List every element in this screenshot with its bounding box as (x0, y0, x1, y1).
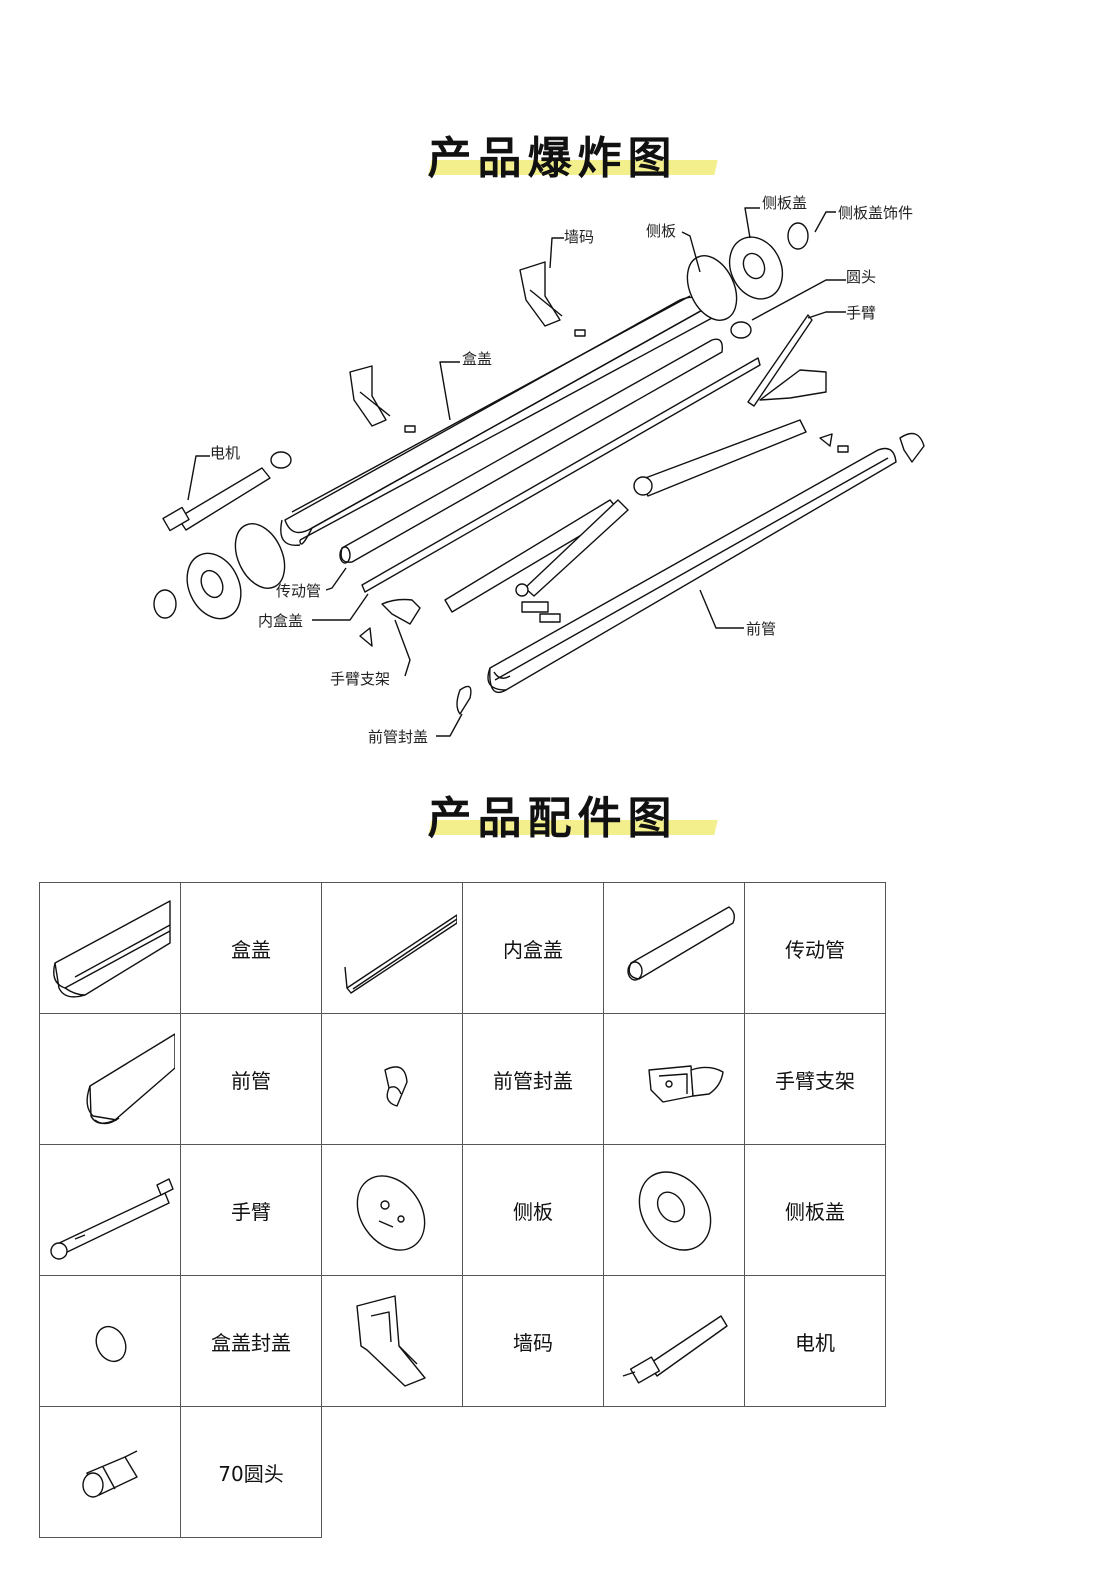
table-row: 70圆头 (39, 1406, 886, 1538)
part-label: 盒盖封盖 (180, 1275, 322, 1407)
table-row: 盒盖封盖 墙码 电机 (39, 1275, 886, 1407)
callout-arm: 手臂 (846, 304, 876, 322)
callout-front-tube-cap: 前管封盖 (368, 728, 428, 746)
part-label: 电机 (744, 1275, 886, 1407)
callout-drive-tube: 传动管 (276, 582, 321, 600)
part-image-round-head (39, 1406, 181, 1538)
callout-wall-bracket: 墙码 (564, 228, 594, 246)
part-label: 侧板 (462, 1144, 604, 1276)
part-label: 盒盖 (180, 882, 322, 1014)
front-tube-part (487, 447, 897, 694)
callout-box-cover: 盒盖 (462, 350, 492, 368)
part-label: 前管 (180, 1013, 322, 1145)
side-cover-right (728, 236, 784, 300)
drive-tube-part (339, 338, 723, 564)
wall-bracket-right (519, 261, 563, 327)
part-image-box-cover (39, 882, 181, 1014)
part-image-inner-box-cover (321, 882, 463, 1014)
part-image-drive-tube (603, 882, 745, 1014)
part-label: 传动管 (744, 882, 886, 1014)
callout-side-plate: 侧板 (646, 222, 676, 240)
part-image-arm (39, 1144, 181, 1276)
table-row: 手臂 侧板 侧板盖 (39, 1144, 886, 1276)
explode-title-block: 产品爆炸图 (0, 122, 1105, 186)
part-label: 侧板盖 (744, 1144, 886, 1276)
parts-table: 盒盖 内盒盖 传动管 前管 (39, 882, 886, 1538)
parts-title-block: 产品配件图 (0, 782, 1105, 846)
callout-side-cover: 侧板盖 (762, 194, 807, 212)
part-image-front-tube (39, 1013, 181, 1145)
part-image-arm-bracket (603, 1013, 745, 1145)
trim-ring-right (787, 222, 809, 250)
arm-lower-part (444, 499, 629, 613)
callout-motor: 电机 (210, 444, 240, 462)
trim-ring-left (153, 589, 177, 619)
wall-bracket-left (349, 365, 391, 427)
part-label: 70圆头 (180, 1406, 322, 1538)
part-label: 手臂 (180, 1144, 322, 1276)
part-image-box-end-cap (39, 1275, 181, 1407)
part-label: 内盒盖 (462, 882, 604, 1014)
part-image-motor (603, 1275, 745, 1407)
side-plate-left (234, 523, 286, 589)
part-image-side-cover (603, 1144, 745, 1276)
front-tube-cap-part (456, 685, 472, 715)
part-label: 墙码 (462, 1275, 604, 1407)
motor-part (162, 451, 292, 532)
part-label: 前管封盖 (462, 1013, 604, 1145)
part-image-wall-bracket (321, 1275, 463, 1407)
side-cover-left (186, 552, 242, 620)
callout-front-tube: 前管 (746, 620, 776, 638)
part-image-side-plate (321, 1144, 463, 1276)
part-image-front-tube-cap (321, 1013, 463, 1145)
callout-arm-bracket: 手臂支架 (330, 670, 390, 688)
round-head-part (730, 321, 752, 339)
box-cover-part (280, 295, 713, 546)
table-row: 前管 前管封盖 手臂支架 (39, 1013, 886, 1145)
arm-bracket-part (381, 598, 421, 625)
callout-inner-box-cover: 内盒盖 (258, 612, 303, 630)
part-label: 手臂支架 (744, 1013, 886, 1145)
table-row: 盒盖 内盒盖 传动管 (39, 882, 886, 1014)
arm-upper-part (633, 314, 827, 497)
callout-round-head: 圆头 (846, 268, 876, 286)
callout-side-cover-trim: 侧板盖饰件 (838, 204, 913, 222)
explode-title: 产品爆炸图 (427, 133, 678, 184)
parts-title: 产品配件图 (427, 793, 678, 844)
inner-box-cover-part (361, 357, 761, 593)
exploded-diagram: 侧板盖 侧板盖饰件 墙码 侧板 圆头 手臂 盒盖 电机 传动管 内盒盖 手臂支架… (153, 194, 925, 746)
